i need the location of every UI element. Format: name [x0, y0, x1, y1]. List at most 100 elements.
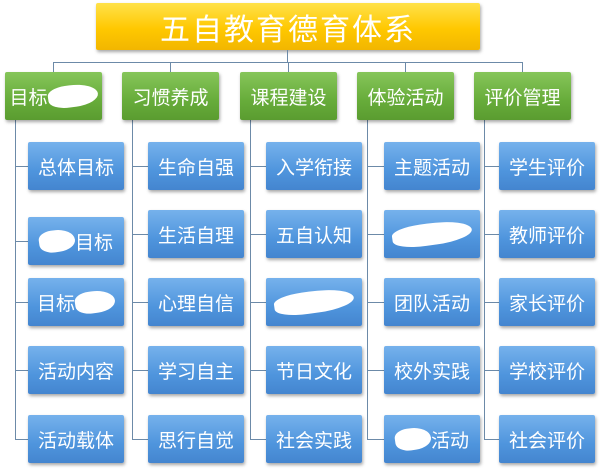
sub-item-node: 社会评价 [499, 415, 595, 463]
redaction-mark [73, 288, 117, 316]
redaction-mark [390, 217, 474, 251]
connector-branch [15, 439, 28, 440]
node-label: 团队活动 [393, 292, 470, 315]
node-label: 评价管理 [484, 86, 561, 109]
connector-branch [15, 370, 28, 371]
sub-item-node: 生活自理 [148, 210, 244, 258]
node-label: 教师评价 [508, 224, 585, 247]
sub-item-node [384, 210, 480, 258]
node-label: 心理自信 [157, 292, 234, 315]
redaction-mark [46, 81, 99, 111]
connector-branch [367, 302, 384, 303]
redaction-mark [393, 425, 433, 453]
sub-item-node: 校外实践 [384, 346, 480, 394]
connector-branch [367, 439, 384, 440]
connector-header [405, 62, 406, 72]
connector-branch [132, 370, 148, 371]
node-label: 主题活动 [393, 156, 470, 179]
connector-vertical [15, 120, 16, 439]
node-label: 思行自觉 [157, 429, 234, 452]
node-label: 家长评价 [508, 292, 585, 315]
category-header: 目标 [5, 72, 102, 120]
sub-item-node: 主题活动 [384, 142, 480, 190]
redaction-mark [272, 285, 356, 319]
node-label: 课程建设 [250, 86, 327, 109]
connector-root [287, 50, 288, 62]
node-label: 生命自强 [157, 156, 234, 179]
connector-branch [250, 370, 266, 371]
connector-header [53, 62, 54, 72]
connector-branch [484, 302, 499, 303]
connector-branch [484, 439, 499, 440]
node-label: 节日文化 [275, 360, 352, 383]
category-header: 课程建设 [240, 72, 337, 120]
node-label: 入学衔接 [275, 156, 352, 179]
node-label: 生活自理 [157, 224, 234, 247]
node-label: 活动 [430, 429, 469, 452]
category-header: 体验活动 [357, 72, 454, 120]
node-label: 活动载体 [37, 429, 114, 452]
sub-item-node: 教师评价 [499, 210, 595, 258]
node-label: 学习自主 [157, 360, 234, 383]
sub-item-node: 入学衔接 [266, 142, 362, 190]
connector-branch [367, 166, 384, 167]
connector-branch [484, 370, 499, 371]
connector-branch [15, 302, 28, 303]
connector-branch [132, 302, 148, 303]
connector-vertical [484, 120, 485, 439]
node-label: 学校评价 [508, 360, 585, 383]
sub-item-node: 学校评价 [499, 346, 595, 394]
sub-item-node: 学生评价 [499, 142, 595, 190]
node-label: 活动内容 [37, 360, 114, 383]
connector-header [170, 62, 171, 72]
connector-branch [15, 241, 28, 242]
sub-item-node [266, 278, 362, 326]
connector-branch [132, 439, 148, 440]
sub-item-node: 学习自主 [148, 346, 244, 394]
connector-branch [15, 166, 28, 167]
sub-item-node: 生命自强 [148, 142, 244, 190]
node-label: 目标 [74, 231, 113, 254]
node-label: 校外实践 [393, 360, 470, 383]
connector-horizontal [53, 62, 522, 63]
connector-branch [250, 302, 266, 303]
sub-item-node: 节日文化 [266, 346, 362, 394]
connector-vertical [132, 120, 133, 439]
connector-branch [250, 439, 266, 440]
root-node-title: 五自教育德育体系 [96, 3, 480, 50]
node-label: 习惯养成 [132, 86, 209, 109]
sub-item-node: 心理自信 [148, 278, 244, 326]
sub-item-node: 五自认知 [266, 210, 362, 258]
connector-branch [132, 166, 148, 167]
node-label: 总体目标 [37, 156, 114, 179]
node-label: 目标 [9, 86, 48, 109]
connector-branch [484, 166, 499, 167]
sub-item-node: 目标 [28, 278, 124, 326]
redaction-mark [37, 227, 77, 255]
category-header: 评价管理 [474, 72, 571, 120]
category-header: 习惯养成 [122, 72, 219, 120]
node-label: 学生评价 [508, 156, 585, 179]
connector-branch [250, 166, 266, 167]
connector-vertical [250, 120, 251, 439]
node-label: 目标 [36, 292, 75, 315]
sub-item-node: 社会实践 [266, 415, 362, 463]
connector-branch [367, 234, 384, 235]
sub-item-node: 团队活动 [384, 278, 480, 326]
connector-vertical [367, 120, 368, 439]
sub-item-node: 思行自觉 [148, 415, 244, 463]
connector-branch [484, 234, 499, 235]
sub-item-node: 活动 [384, 415, 480, 463]
sub-item-node: 家长评价 [499, 278, 595, 326]
node-label: 社会评价 [508, 429, 585, 452]
sub-item-node: 目标 [28, 217, 124, 265]
sub-item-node: 活动载体 [28, 415, 124, 463]
connector-branch [367, 370, 384, 371]
connector-header [522, 62, 523, 72]
sub-item-node: 总体目标 [28, 142, 124, 190]
connector-header [288, 62, 289, 72]
node-label: 社会实践 [275, 429, 352, 452]
sub-item-node: 活动内容 [28, 346, 124, 394]
connector-branch [250, 234, 266, 235]
